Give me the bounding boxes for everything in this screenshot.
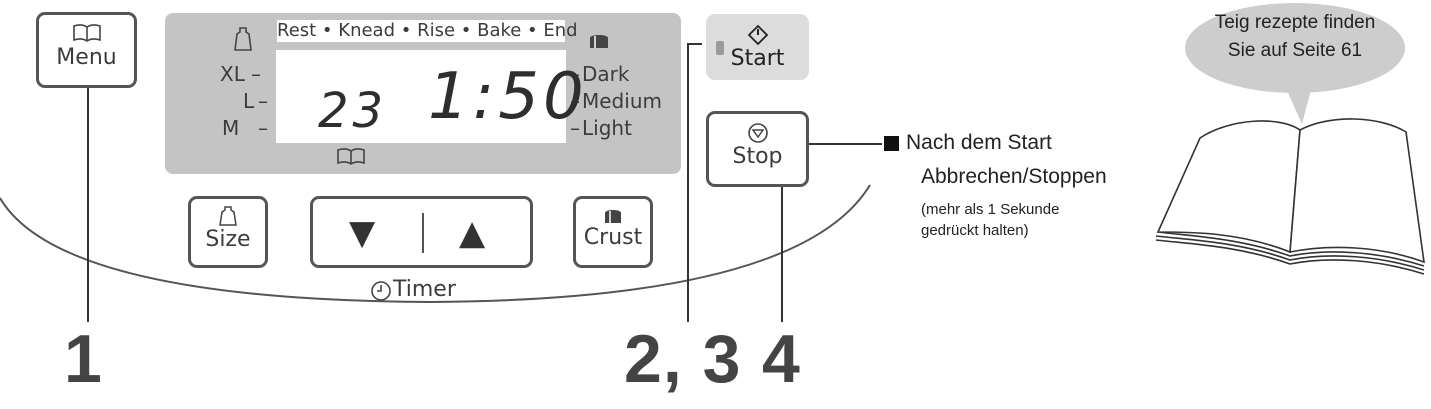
size-level-xl: XL	[220, 62, 245, 86]
step-number-1: 1	[64, 321, 103, 397]
clock-icon	[371, 281, 391, 301]
size-button-label: Size	[205, 227, 251, 252]
size-weight-icon	[219, 206, 237, 226]
crust-tick-dark: –	[570, 62, 580, 86]
crust-button[interactable]: Crust	[573, 196, 653, 268]
timer-divider	[422, 213, 424, 253]
crust-level-medium: Medium	[582, 89, 662, 113]
machine-front-arc	[0, 184, 871, 304]
crust-level-light: Light	[582, 116, 632, 140]
start-button[interactable]: Start	[706, 14, 809, 80]
size-button[interactable]: Size	[188, 196, 268, 268]
speech-bubble	[1185, 3, 1405, 124]
lcd-screen	[276, 50, 566, 143]
leader-line-2-3	[687, 43, 702, 322]
stop-button-label: Stop	[732, 144, 783, 169]
time-display: 1:50	[428, 60, 588, 134]
start-indicator-lamp	[716, 41, 724, 55]
callout-line2: Abbrechen/Stoppen	[921, 165, 1107, 188]
stop-button[interactable]: Stop	[706, 111, 809, 187]
callout-square-bullet	[884, 136, 899, 151]
timer-down-button[interactable]: ▼	[349, 213, 376, 253]
timer-arrows-button[interactable]: ▼ ▲	[310, 196, 533, 268]
speech-bubble-line1: Teig rezepte finden	[1214, 12, 1376, 33]
size-tick-xl: –	[251, 62, 261, 86]
menu-button-label: Menu	[56, 45, 117, 70]
size-level-m: M	[222, 116, 240, 140]
size-tick-l: –	[258, 89, 268, 113]
crust-tick-light: –	[570, 116, 580, 140]
open-book-icon	[1155, 118, 1425, 275]
callout-detail2: gedrückt halten)	[921, 222, 1029, 239]
crust-bread-icon	[605, 210, 621, 223]
stage-indicator: Rest • Knead • Rise • Bake • End	[277, 20, 578, 42]
menu-number-display: 23	[318, 83, 388, 139]
size-tick-m: –	[258, 116, 268, 140]
menu-button[interactable]: Menu	[36, 12, 137, 88]
timer-up-button[interactable]: ▲	[459, 213, 486, 253]
callout-detail1: (mehr als 1 Sekunde	[921, 201, 1060, 218]
bread-icon	[590, 35, 608, 48]
callout-heading: Nach dem Start	[906, 131, 1052, 154]
start-button-label: Start	[730, 46, 785, 71]
speech-bubble-line2: Sie auf Seite 61	[1227, 40, 1363, 61]
book-icon	[72, 24, 101, 42]
start-diamond-icon	[747, 24, 768, 46]
stop-icon	[747, 123, 768, 143]
size-level-l: L	[243, 89, 255, 113]
weight-icon	[234, 27, 252, 51]
menu-indicator-book-icon	[337, 148, 365, 165]
crust-level-dark: Dark	[582, 62, 630, 86]
crust-tick-medium: –	[570, 89, 580, 113]
step-number-4: 4	[762, 321, 801, 397]
step-number-2-3: 2, 3	[624, 321, 742, 397]
timer-label: Timer	[393, 277, 456, 302]
crust-button-label: Crust	[583, 225, 643, 250]
